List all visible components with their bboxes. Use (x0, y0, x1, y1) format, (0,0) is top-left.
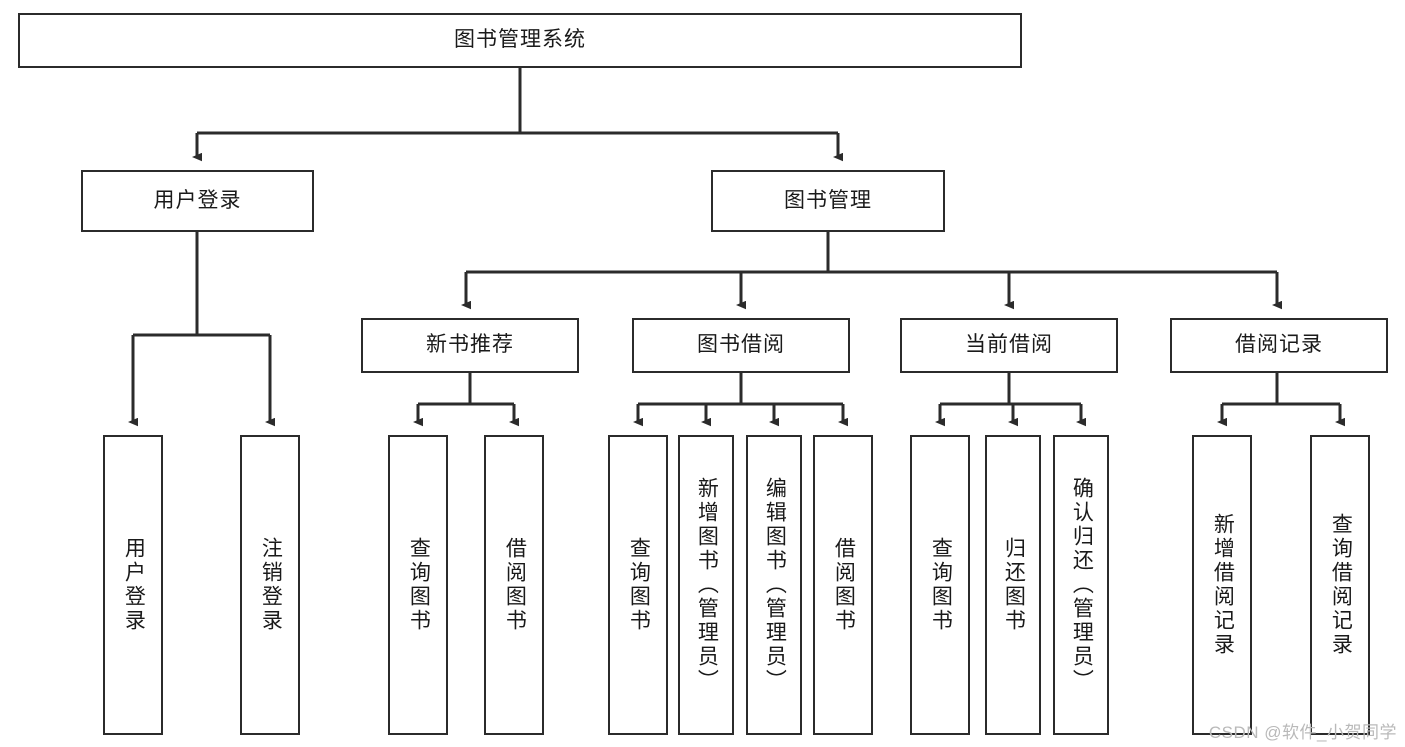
node-book-borrow-label: 图书借阅 (697, 333, 785, 357)
leaf-logout[interactable]: 注销登录 (240, 435, 300, 735)
node-current-borrow-label: 当前借阅 (965, 333, 1053, 357)
leaf-borrow-book-nbr-label: 借阅图书 (503, 537, 527, 633)
leaf-query-book-cb-label: 查询图书 (929, 537, 953, 633)
node-book-management-label: 图书管理 (784, 188, 872, 212)
leaf-return-book-label: 归还图书 (1002, 537, 1026, 633)
leaf-borrow-book-bb[interactable]: 借阅图书 (813, 435, 873, 735)
leaf-user-login[interactable]: 用户登录 (103, 435, 163, 735)
leaf-edit-book-admin[interactable]: 编辑图书（管理员） (746, 435, 802, 735)
leaf-query-book-bb-label: 查询图书 (627, 537, 651, 633)
leaf-add-borrow-record-label: 新增借阅记录 (1211, 513, 1235, 657)
node-current-borrow[interactable]: 当前借阅 (900, 318, 1118, 373)
leaf-confirm-return-admin-label: 确认归还（管理员） (1070, 477, 1094, 693)
leaf-query-book-cb[interactable]: 查询图书 (910, 435, 970, 735)
leaf-return-book[interactable]: 归还图书 (985, 435, 1041, 735)
node-root-label: 图书管理系统 (454, 28, 586, 52)
node-book-management[interactable]: 图书管理 (711, 170, 945, 232)
leaf-logout-label: 注销登录 (259, 537, 283, 633)
node-root[interactable]: 图书管理系统 (18, 13, 1022, 68)
leaf-query-book-nbr[interactable]: 查询图书 (388, 435, 448, 735)
node-user-login-label: 用户登录 (153, 188, 242, 212)
node-borrow-record[interactable]: 借阅记录 (1170, 318, 1388, 373)
watermark: CSDN @软件_小贺同学 (1208, 723, 1397, 742)
leaf-borrow-book-nbr[interactable]: 借阅图书 (484, 435, 544, 735)
leaf-borrow-book-bb-label: 借阅图书 (832, 537, 856, 633)
node-borrow-record-label: 借阅记录 (1235, 333, 1323, 357)
node-new-book-recommend[interactable]: 新书推荐 (361, 318, 579, 373)
leaf-query-book-nbr-label: 查询图书 (407, 537, 431, 633)
node-new-book-recommend-label: 新书推荐 (426, 333, 514, 357)
leaf-query-borrow-record[interactable]: 查询借阅记录 (1310, 435, 1370, 735)
leaf-query-book-bb[interactable]: 查询图书 (608, 435, 668, 735)
leaf-add-borrow-record[interactable]: 新增借阅记录 (1192, 435, 1252, 735)
leaf-add-book-admin[interactable]: 新增图书（管理员） (678, 435, 734, 735)
node-user-login[interactable]: 用户登录 (81, 170, 314, 232)
leaf-confirm-return-admin[interactable]: 确认归还（管理员） (1053, 435, 1109, 735)
leaf-user-login-label: 用户登录 (122, 537, 146, 633)
leaf-add-book-admin-label: 新增图书（管理员） (695, 477, 719, 693)
node-book-borrow[interactable]: 图书借阅 (632, 318, 850, 373)
leaf-query-borrow-record-label: 查询借阅记录 (1329, 513, 1353, 657)
leaf-edit-book-admin-label: 编辑图书（管理员） (763, 477, 787, 693)
